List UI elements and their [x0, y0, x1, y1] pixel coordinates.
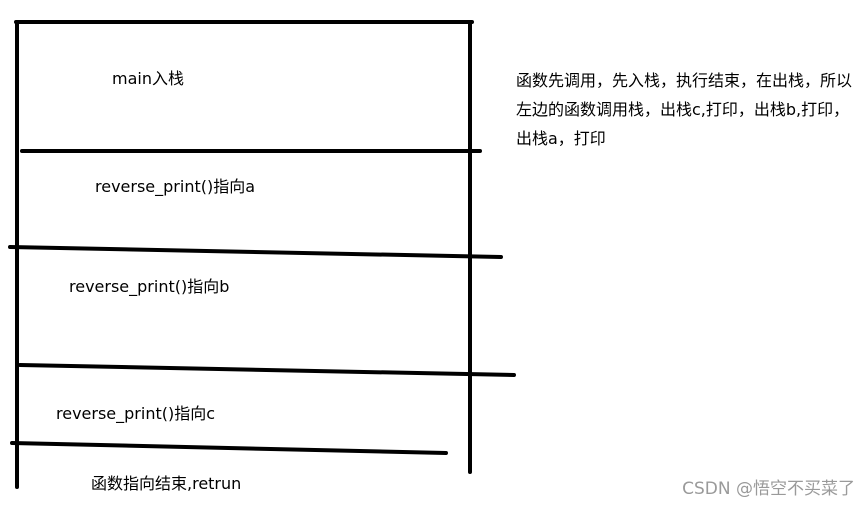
csdn-watermark: CSDN @悟空不买菜了 — [682, 479, 855, 499]
explanation-text: 函数先调用，先入栈，执行结束，在出栈，所以左边的函数调用栈，出栈c,打印，出栈b… — [516, 71, 853, 148]
frame-divider-3 — [18, 363, 516, 377]
frame-label-reverse-print-b: reverse_print()指向b — [69, 277, 230, 296]
frame-divider-4 — [10, 441, 448, 455]
frame-label-main: main入栈 — [112, 69, 184, 88]
frame-label-reverse-print-a: reverse_print()指向a — [95, 177, 256, 196]
frame-label-reverse-print-c: reverse_print()指向c — [56, 404, 216, 423]
frame-label-function-return: 函数指向结束,retrun — [91, 474, 242, 493]
frame-divider-2 — [8, 245, 503, 259]
